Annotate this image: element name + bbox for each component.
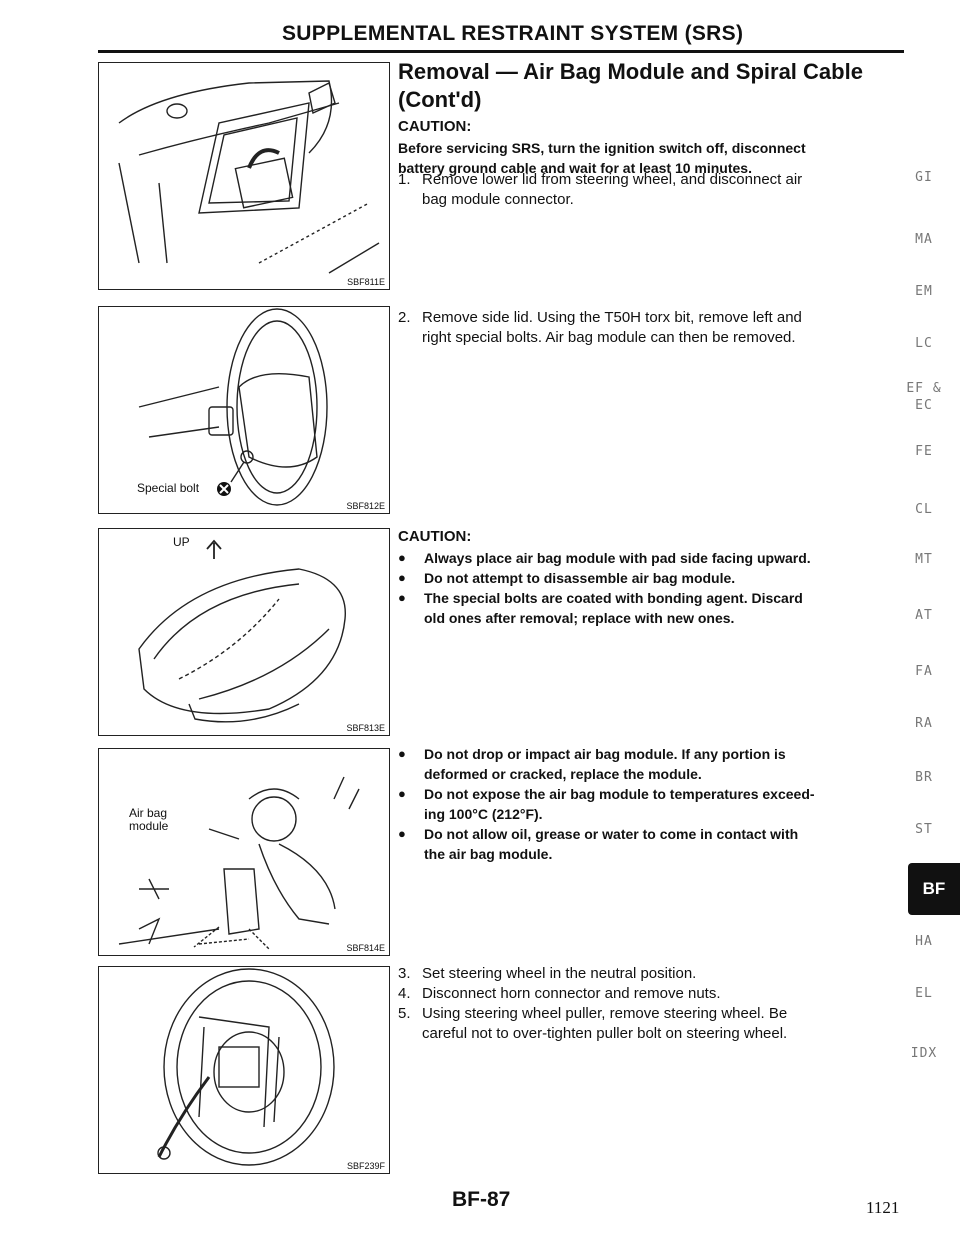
step-text-line2: bag module connector. — [422, 191, 574, 208]
caution-bullet: ●The special bolts are coated with bondi… — [398, 590, 803, 606]
figure-code: SBF813E — [346, 723, 385, 733]
lower-lid-illustration — [118, 80, 380, 274]
steering-wheel-illustration — [138, 308, 328, 506]
wheel-puller-illustration — [157, 968, 335, 1166]
caution-block-1: CAUTION: Before servicing SRS, turn the … — [398, 118, 908, 178]
side-tab-em[interactable]: EM — [915, 284, 933, 299]
steps-3-5: 3.Set steering wheel in the neutral posi… — [398, 964, 908, 1044]
side-tab-ef-ec[interactable]: EF &EC — [906, 381, 942, 413]
warning-list: ●Do not drop or impact air bag module. I… — [398, 744, 908, 864]
side-tab-fe[interactable]: FE — [915, 444, 933, 459]
step-text-line1: Remove lower lid from steering wheel, an… — [422, 171, 803, 188]
step-5: 5.Using steering wheel puller, remove st… — [398, 1005, 788, 1022]
warning-bullet: ●Do not allow oil, grease or water to co… — [398, 826, 799, 842]
figure-special-bolt: Special bolt SBF812E — [98, 306, 390, 514]
figure-do-not-drop: Air bag module SBF814E — [98, 748, 390, 956]
dropping-airbag-illustration — [118, 776, 360, 950]
warning-bullet: ●Do not expose the air bag module to tem… — [398, 786, 815, 802]
caution-text-line1: Before servicing SRS, turn the ignition … — [398, 140, 806, 156]
step-3: 3.Set steering wheel in the neutral posi… — [398, 965, 697, 982]
side-tab-gi[interactable]: GI — [915, 170, 933, 185]
bullet-text-cont: old ones after removal; replace with new… — [424, 610, 735, 626]
side-tab-lc[interactable]: LC — [915, 336, 933, 351]
header-rule — [98, 50, 904, 53]
figure-code: SBF814E — [346, 943, 385, 953]
side-tab-el[interactable]: EL — [915, 986, 933, 1001]
section-title-line1: Removal — Air Bag Module and Spiral Cabl… — [398, 59, 863, 84]
figure-label: Air bag module — [129, 806, 169, 833]
caution-label: CAUTION: — [398, 528, 472, 545]
figure-label: Special bolt — [137, 481, 200, 495]
step-1: 1. Remove lower lid from steering wheel, … — [398, 170, 908, 210]
caution-block-2: CAUTION: ●Always place air bag module wi… — [398, 528, 908, 628]
airbag-module-illustration — [138, 539, 346, 723]
figure-label: UP — [173, 535, 190, 549]
side-tab-br[interactable]: BR — [915, 770, 933, 785]
figure-airbag-upward: UP SBF813E — [98, 528, 390, 736]
side-tab-ha[interactable]: HA — [915, 934, 933, 949]
side-tab-at[interactable]: AT — [915, 608, 933, 623]
step-2: 2. Remove side lid. Using the T50H torx b… — [398, 308, 908, 348]
figure-code: SBF811E — [347, 277, 385, 287]
figure-wheel-puller: SBF239F — [98, 966, 390, 1174]
side-tab-bf-active[interactable]: BF — [908, 863, 960, 915]
bullet-text: Always place air bag module with pad sid… — [424, 550, 811, 566]
step-text-line1: Remove side lid. Using the T50H torx bit… — [422, 309, 802, 326]
step-number: 2. — [398, 309, 411, 326]
side-tab-st[interactable]: ST — [915, 822, 933, 837]
page-header: SUPPLEMENTAL RESTRAINT SYSTEM (SRS) — [282, 22, 744, 45]
bullet-text: The special bolts are coated with bondin… — [424, 590, 803, 606]
side-tab-ma[interactable]: MA — [915, 232, 933, 247]
step-number: 1. — [398, 171, 411, 188]
step-text-line2: right special bolts. Air bag module can … — [422, 329, 796, 346]
section-title: Removal — Air Bag Module and Spiral Cabl… — [398, 58, 898, 114]
caution-bullet: ●Do not attempt to disassemble air bag m… — [398, 570, 736, 586]
page-number: BF-87 — [452, 1188, 511, 1211]
caution-bullet: ●Always place air bag module with pad si… — [398, 550, 811, 566]
step-4: 4.Disconnect horn connector and remove n… — [398, 985, 721, 1002]
side-tab-mt[interactable]: MT — [915, 552, 933, 567]
side-tab-fa[interactable]: FA — [915, 664, 933, 679]
figure-code: SBF239F — [346, 1161, 385, 1171]
side-tab-ra[interactable]: RA — [915, 716, 933, 731]
caution-text-line2: battery ground cable and wait for at lea… — [398, 160, 752, 176]
side-tab-cl[interactable]: CL — [915, 502, 933, 517]
figure-lower-lid: SBF811E — [98, 62, 390, 290]
side-tab-idx[interactable]: IDX — [910, 1046, 938, 1061]
bullet-text: Do not attempt to disassemble air bag mo… — [424, 570, 736, 586]
document-number: 1121 — [866, 1198, 900, 1217]
section-title-line2: (Cont'd) — [398, 87, 482, 112]
figure-code: SBF812E — [346, 501, 385, 511]
caution-label: CAUTION: — [398, 118, 472, 135]
warning-bullet: ●Do not drop or impact air bag module. I… — [398, 746, 786, 762]
